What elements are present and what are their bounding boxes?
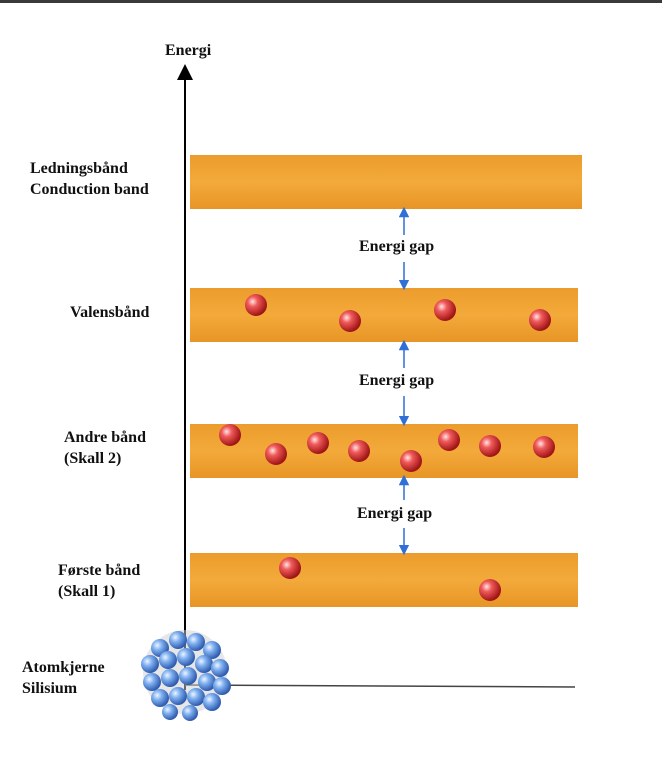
gap-label-3: Energi gap <box>353 505 437 523</box>
electron <box>479 435 501 457</box>
electron <box>529 309 551 331</box>
band-label-line1: Ledningsbånd <box>30 160 128 177</box>
electron <box>219 424 241 446</box>
band-label-first: Første bånd (Skall 1) <box>58 560 140 602</box>
band-label-line2: (Skall 1) <box>58 583 116 600</box>
band-label-line2: (Skall 2) <box>64 450 122 467</box>
band-label-conduction: Ledningsbånd Conduction band <box>30 158 149 200</box>
gap-label-2: Energi gap <box>355 372 439 390</box>
nucleus-label-line1: Atomkjerne <box>22 659 105 676</box>
baseline-axis <box>184 684 576 688</box>
electron <box>279 557 301 579</box>
nucleus-label-line2: Silisium <box>22 680 78 697</box>
nucleus-icon <box>141 630 231 721</box>
first-band-electrons <box>279 557 501 601</box>
first-band <box>190 553 578 607</box>
band-label-line1: Valensbånd <box>70 304 150 321</box>
electron <box>533 436 555 458</box>
electron <box>400 450 422 472</box>
conduction-band <box>190 155 582 209</box>
second-band <box>190 424 578 478</box>
electron <box>348 440 370 462</box>
electron <box>479 579 501 601</box>
valence-electrons <box>245 294 551 332</box>
band-label-line1: Første bånd <box>58 562 141 579</box>
electron <box>339 310 361 332</box>
top-border <box>0 0 662 3</box>
band-label-line1: Andre bånd <box>64 429 146 446</box>
axis-label: Energi <box>165 42 212 59</box>
electron <box>265 443 287 465</box>
electron <box>434 299 456 321</box>
electron <box>245 294 267 316</box>
band-label-line2: Conduction band <box>30 181 149 198</box>
second-band-electrons <box>219 424 555 472</box>
band-label-valence: Valensbånd <box>70 302 149 323</box>
band-label-second: Andre bånd (Skall 2) <box>64 427 146 469</box>
electron <box>438 429 460 451</box>
valence-band <box>190 288 578 342</box>
electron <box>307 432 329 454</box>
gap-label-1: Energi gap <box>355 238 439 256</box>
nucleus-label: Atomkjerne Silisium <box>22 657 105 699</box>
